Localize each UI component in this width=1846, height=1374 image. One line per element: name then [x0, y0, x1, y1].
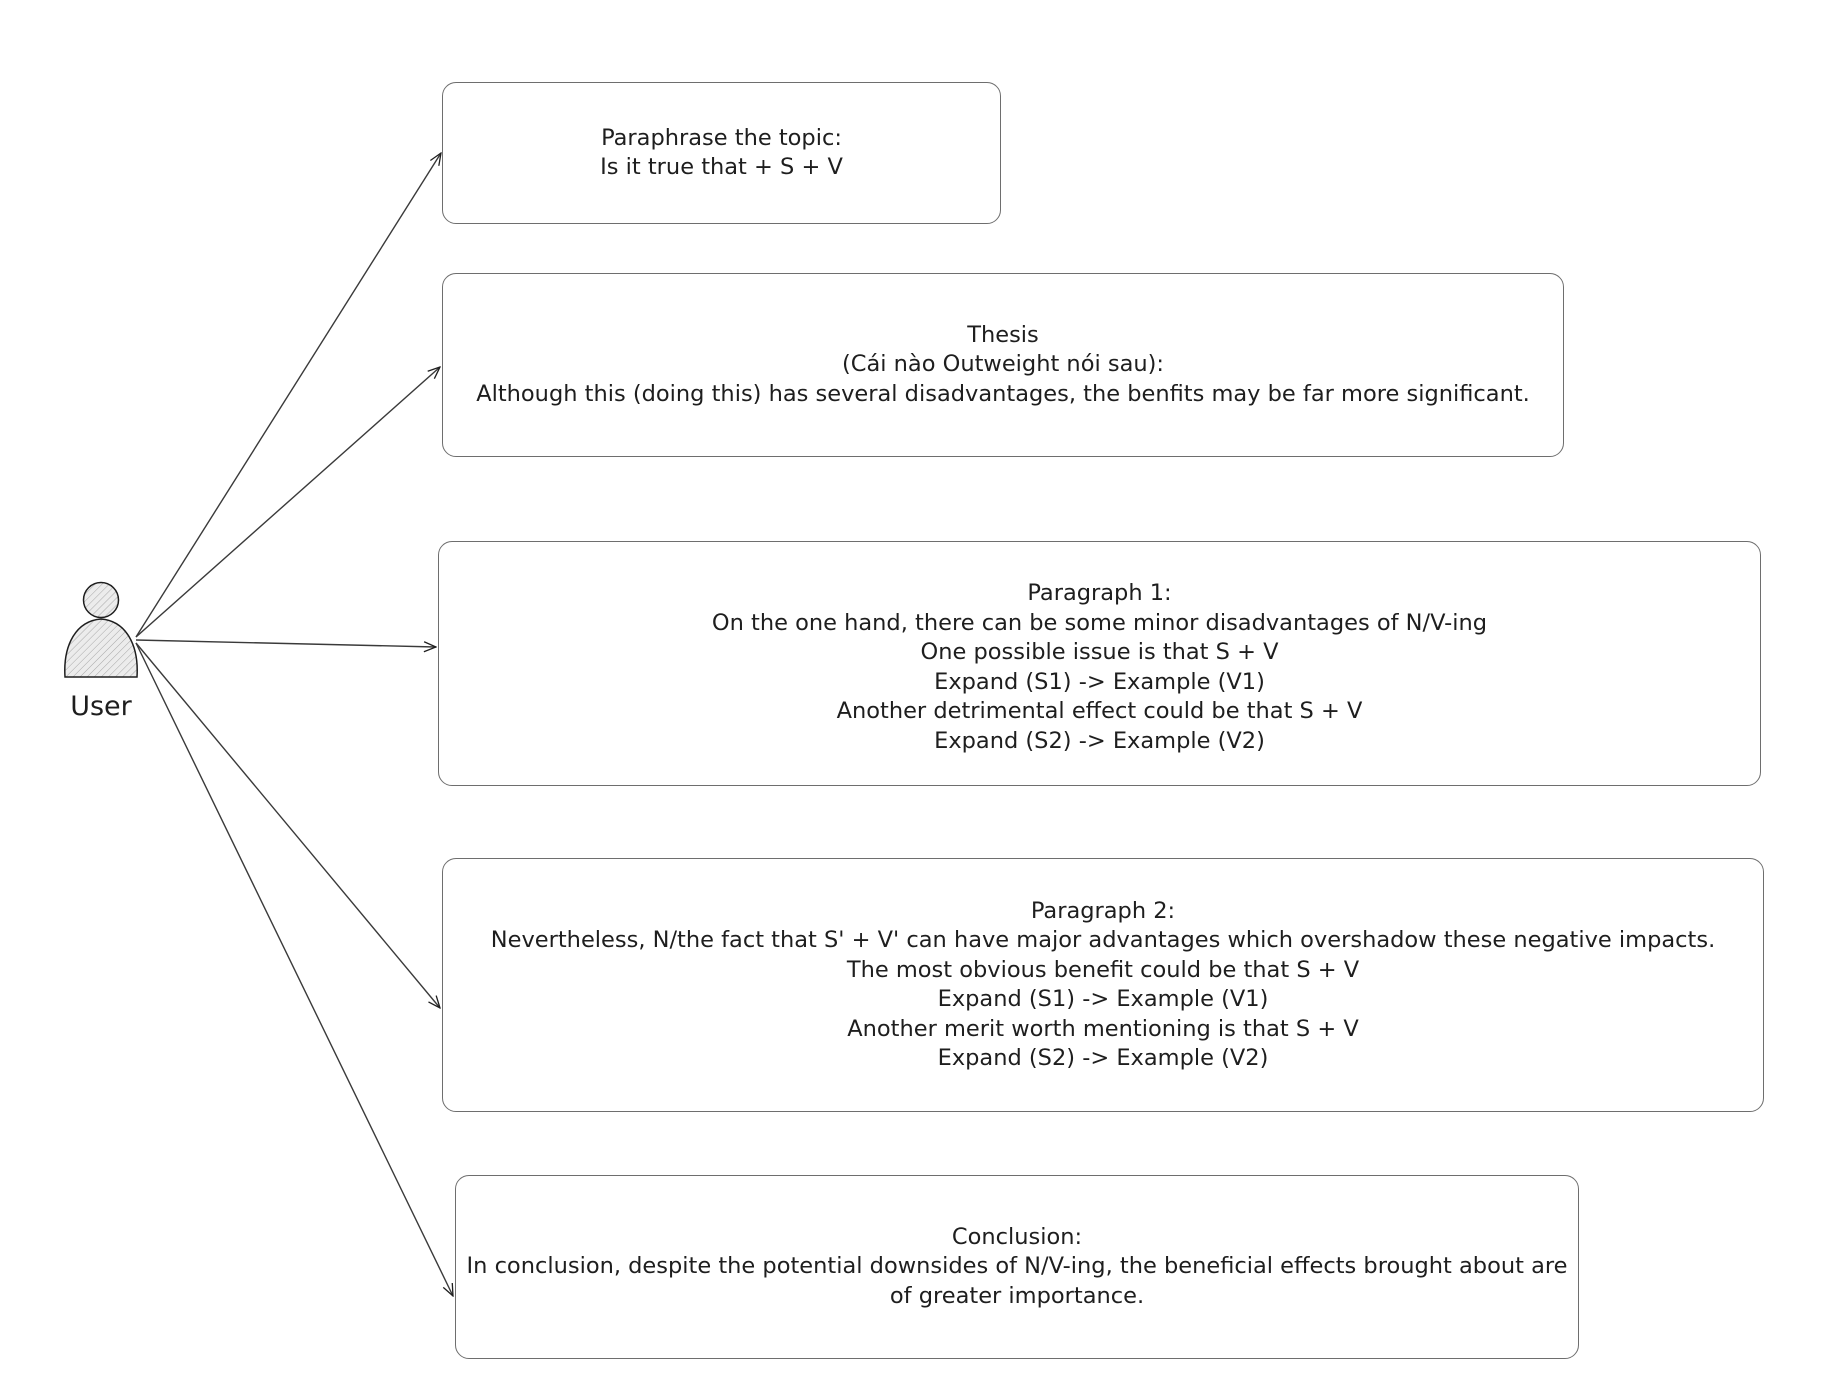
user-body	[64, 618, 138, 678]
para2-line: Expand (S2) -> Example (V2)	[937, 1045, 1269, 1071]
arrow-to-conclusion	[135, 642, 453, 1296]
para1-line: Expand (S1) -> Example (V1)	[934, 668, 1265, 695]
user-label: User	[70, 691, 132, 722]
paraphrase-topic-box: Paraphrase the topic: Is it true that + …	[442, 82, 1001, 224]
arrow-to-topic	[135, 153, 441, 638]
thesis-heading: Thesis	[967, 321, 1039, 348]
para2-heading: Paragraph 2:	[1030, 897, 1176, 924]
para1-heading: Paragraph 1:	[1027, 580, 1172, 606]
thesis-text: Although this (doing this) has several d…	[476, 380, 1530, 407]
arrow-to-para2	[135, 642, 440, 1008]
para2-line: Expand (S1) -> Example (V1)	[937, 986, 1269, 1012]
para1-line: One possible issue is that S + V	[920, 639, 1279, 665]
conclusion-box: Conclusion: In conclusion, despite the p…	[455, 1175, 1579, 1359]
para2-line: Nevertheless, N/the fact that S' + V' ca…	[490, 927, 1716, 953]
conclusion-heading: Conclusion:	[951, 1223, 1083, 1250]
paragraph-1-box: Paragraph 1: On the one hand, there can …	[438, 541, 1761, 786]
para1-line: On the one hand, there can be some minor…	[711, 609, 1488, 636]
connector-arrows	[135, 153, 453, 1296]
para2-line: The most obvious benefit could be that S…	[846, 956, 1360, 983]
thesis-box: Thesis (Cái nào Outweight nói sau): Alth…	[442, 273, 1564, 457]
conclusion-text: In conclusion, despite the potential dow…	[466, 1253, 1568, 1309]
para1-line: Expand (S2) -> Example (V2)	[934, 727, 1265, 754]
user-head	[82, 581, 120, 619]
paragraph-2-box: Paragraph 2: Nevertheless, N/the fact th…	[442, 858, 1764, 1112]
thesis-note: (Cái nào Outweight nói sau):	[841, 351, 1164, 378]
para1-line: Another detrimental effect could be that…	[836, 698, 1363, 724]
para2-line: Another merit worth mentioning is that S…	[847, 1015, 1359, 1042]
arrow-to-para1	[135, 639, 436, 647]
arrow-to-thesis	[135, 367, 440, 638]
user-actor-icon	[64, 581, 138, 678]
topic-heading: Paraphrase the topic:	[601, 124, 842, 151]
topic-text: Is it true that + S + V	[600, 154, 843, 180]
